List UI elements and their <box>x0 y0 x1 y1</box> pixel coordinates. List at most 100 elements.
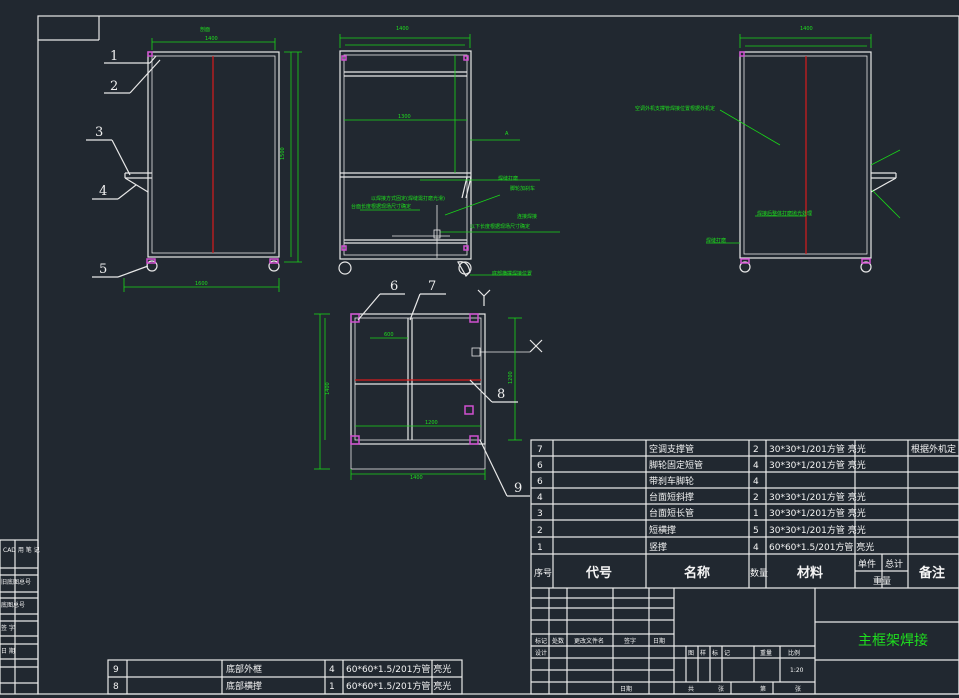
svg-text:台面短长管: 台面短长管 <box>649 507 694 519</box>
svg-text:旧底图总号: 旧底图总号 <box>1 578 31 586</box>
svg-text:30*30*1/201方管 亮光: 30*30*1/201方管 亮光 <box>769 491 866 503</box>
note-4: 脚轮加刹车 <box>510 185 535 192</box>
plan-inner-dim: 1200 <box>425 420 438 426</box>
svg-text:日期: 日期 <box>620 685 632 693</box>
svg-text:日期: 日期 <box>653 637 665 645</box>
svg-text:CAD 用 笔 记: CAD 用 笔 记 <box>3 546 40 554</box>
svg-text:8: 8 <box>113 682 119 692</box>
note-3: 焊缝打磨 <box>498 175 518 182</box>
svg-text:1: 1 <box>537 543 543 553</box>
svg-text:单件: 单件 <box>858 558 876 570</box>
svg-text:带刹车脚轮: 带刹车脚轮 <box>649 475 694 487</box>
side-view: 1400 1300 A 以焊接方式固定(焊缝需打磨光滑) 台面长度根据现场尺寸确… <box>338 26 560 277</box>
svg-text:1400: 1400 <box>396 26 409 32</box>
callout-1: 1 <box>110 49 118 64</box>
svg-text:1: 1 <box>329 682 335 692</box>
bottom-parts-table: 9 底部外框 4 60*60*1.5/201方管 亮光 8 底部横撑 1 60*… <box>107 659 463 695</box>
svg-text:2: 2 <box>753 493 759 503</box>
callout-9: 9 <box>514 481 522 496</box>
part-row: 4 台面短斜撑 2 30*30*1/201方管 亮光 <box>537 491 866 503</box>
part-row: 7 空调支撑管 2 30*30*1/201方管 亮光 根据外机定 <box>537 443 956 455</box>
svg-text:更改文件名: 更改文件名 <box>574 637 604 645</box>
table-header: 序号 代号 名称 数量 材料 单件 总计 重量 备注 <box>534 558 945 587</box>
sheet-border <box>37 15 959 695</box>
part-row: 6 脚轮固定短管 4 30*30*1/201方管 亮光 <box>537 459 866 471</box>
svg-text:张: 张 <box>795 685 801 693</box>
note-2: 台面长度根据现场尺寸确定 <box>351 203 411 210</box>
svg-text:重量: 重量 <box>873 575 891 587</box>
note-6: 焊接后整体打磨抛光处理 <box>757 210 812 217</box>
svg-text:底部外框: 底部外框 <box>226 663 262 675</box>
svg-text:图: 图 <box>688 650 694 657</box>
right-view: 1400 空调外机支撑管焊接位置根据外机定 焊接后整体打磨抛光处理 焊缝打磨 <box>635 26 901 273</box>
svg-text:1600: 1600 <box>195 281 208 287</box>
note-5: 空调外机支撑管焊接位置根据外机定 <box>635 105 715 112</box>
svg-text:日 期: 日 期 <box>1 647 15 655</box>
svg-text:剖面: 剖面 <box>200 26 210 33</box>
front-view: 剖面 1400 1600 1500 <box>123 26 302 292</box>
svg-text:底部横撑: 底部横撑 <box>226 680 262 692</box>
svg-text:共: 共 <box>688 685 694 693</box>
svg-text:脚轮固定短管: 脚轮固定短管 <box>649 459 703 471</box>
front-width-dim: 1400 <box>205 36 218 42</box>
svg-text:1200: 1200 <box>508 371 514 384</box>
svg-text:名称: 名称 <box>684 565 710 581</box>
svg-text:3: 3 <box>537 509 543 519</box>
svg-text:底图总号: 底图总号 <box>1 601 25 609</box>
svg-text:标记: 标记 <box>535 637 547 645</box>
svg-text:4: 4 <box>753 477 759 487</box>
svg-text:4: 4 <box>753 543 759 553</box>
note-1: 以焊接方式固定(焊缝需打磨光滑) <box>371 195 445 202</box>
svg-text:焊缝打磨: 焊缝打磨 <box>706 237 726 244</box>
svg-text:30*30*1/201方管 亮光: 30*30*1/201方管 亮光 <box>769 443 866 455</box>
svg-text:竖撑: 竖撑 <box>649 541 667 553</box>
plan-view: 1400 1400 1200 600 1200 6 7 8 9 <box>314 279 543 497</box>
svg-text:6: 6 <box>537 461 543 471</box>
front-height-dim: 1500 <box>280 147 286 160</box>
svg-text:设计: 设计 <box>535 649 547 657</box>
parts-table: 7 空调支撑管 2 30*30*1/201方管 亮光 根据外机定 6 脚轮固定短… <box>530 439 959 695</box>
svg-text:根据外机定: 根据外机定 <box>911 443 956 455</box>
svg-text:台面短斜撑: 台面短斜撑 <box>649 491 694 503</box>
svg-text:签 字: 签 字 <box>1 624 15 632</box>
part-row: 8 底部横撑 1 60*60*1.5/201方管 亮光 <box>113 680 451 692</box>
svg-text:60*60*1.5/201方管 亮光: 60*60*1.5/201方管 亮光 <box>346 663 451 675</box>
svg-text:5: 5 <box>753 526 759 536</box>
signoff-block: 标记 处数 更改文件名 签字 日期 设计 日期 图 样 标 记 重量 比例 1:… <box>535 637 804 693</box>
svg-text:4: 4 <box>537 493 543 503</box>
note-7: 底部横撑焊接位置 <box>492 270 532 277</box>
svg-text:7: 7 <box>537 445 543 455</box>
svg-text:60*60*1.5/201方管 亮光: 60*60*1.5/201方管 亮光 <box>769 541 874 553</box>
callout-5: 5 <box>99 262 107 277</box>
svg-text:2: 2 <box>537 526 543 536</box>
callout-6: 6 <box>390 279 398 294</box>
svg-text:60*60*1.5/201方管 亮光: 60*60*1.5/201方管 亮光 <box>346 680 451 692</box>
svg-text:备注: 备注 <box>918 565 945 581</box>
svg-text:样: 样 <box>700 649 706 657</box>
svg-text:以下长度根据现场尺寸确定: 以下长度根据现场尺寸确定 <box>470 223 530 230</box>
svg-text:9: 9 <box>113 665 119 675</box>
svg-text:4: 4 <box>753 461 759 471</box>
svg-text:连接焊接: 连接焊接 <box>517 213 537 220</box>
svg-text:2: 2 <box>753 445 759 455</box>
plan-depth-dim: 1400 <box>325 382 331 395</box>
svg-text:30*30*1/201方管 亮光: 30*30*1/201方管 亮光 <box>769 524 866 536</box>
part-row: 3 台面短长管 1 30*30*1/201方管 亮光 <box>537 507 866 519</box>
svg-text:6: 6 <box>537 477 543 487</box>
svg-text:标: 标 <box>712 649 718 657</box>
callouts-left: 1 2 3 4 5 <box>86 49 161 278</box>
svg-text:数量: 数量 <box>750 567 768 579</box>
callout-2: 2 <box>110 79 118 94</box>
svg-text:1: 1 <box>753 509 759 519</box>
svg-text:处数: 处数 <box>552 637 564 645</box>
svg-text:第: 第 <box>760 685 766 693</box>
drawing-title: 主框架焊接 <box>858 632 928 649</box>
svg-text:重量: 重量 <box>760 649 772 657</box>
svg-text:记: 记 <box>724 650 730 657</box>
svg-text:1400: 1400 <box>800 26 813 32</box>
svg-text:比例: 比例 <box>788 649 800 657</box>
svg-text:代号: 代号 <box>585 565 612 581</box>
part-row: 1 竖撑 4 60*60*1.5/201方管 亮光 <box>537 541 874 553</box>
left-strip: CAD 用 笔 记 旧底图总号 底图总号 签 字 日 期 <box>0 539 40 695</box>
